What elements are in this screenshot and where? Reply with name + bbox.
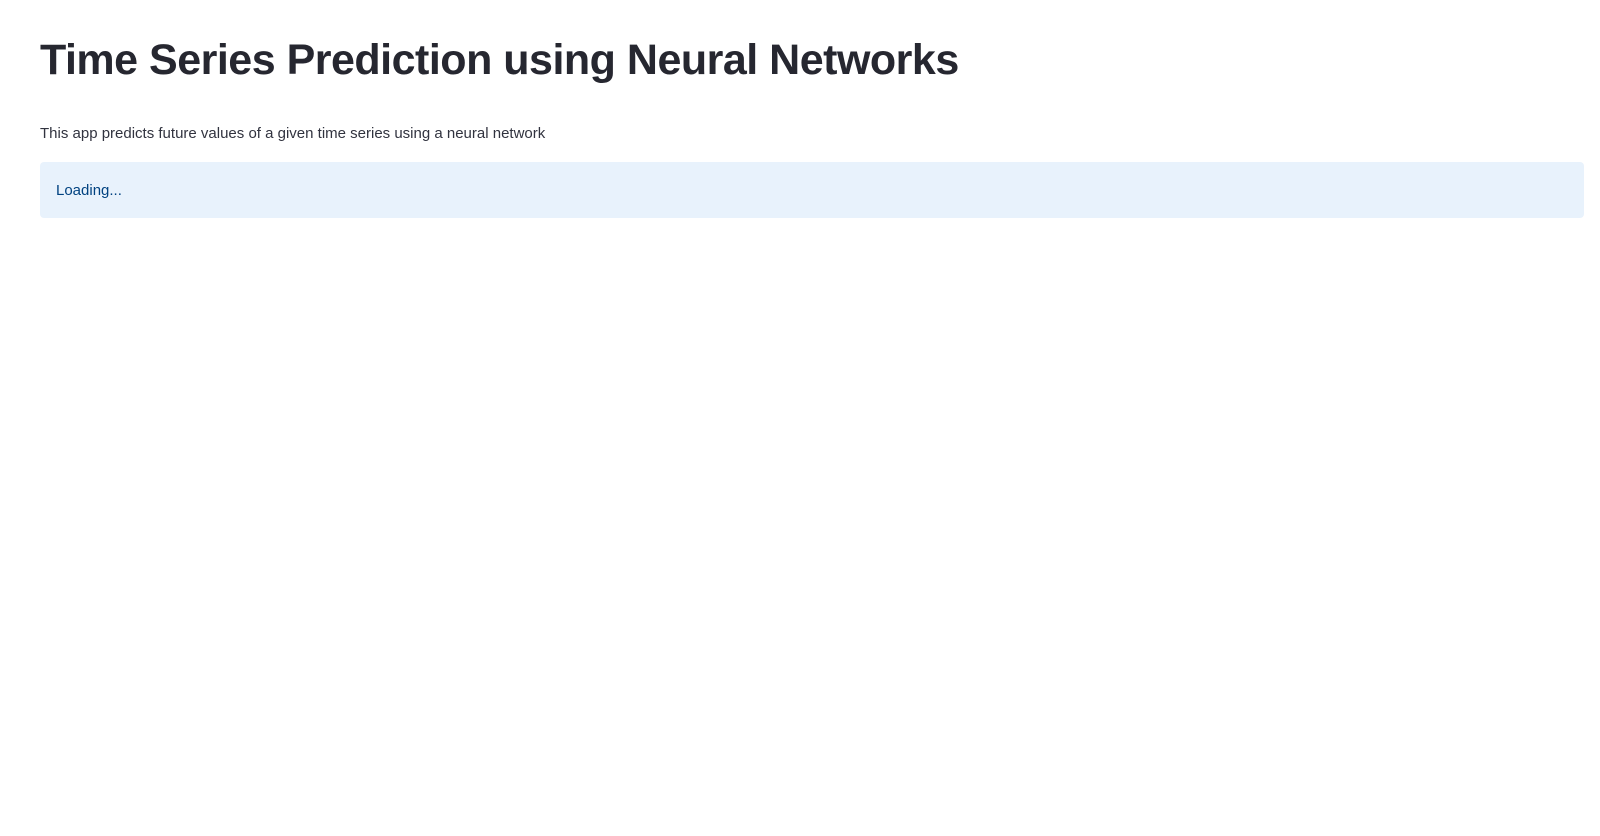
page-title: Time Series Prediction using Neural Netw… xyxy=(40,36,959,84)
app-description: This app predicts future values of a giv… xyxy=(40,125,546,142)
loading-info-alert: Loading... xyxy=(40,162,1584,218)
loading-status-text: Loading... xyxy=(56,181,122,199)
